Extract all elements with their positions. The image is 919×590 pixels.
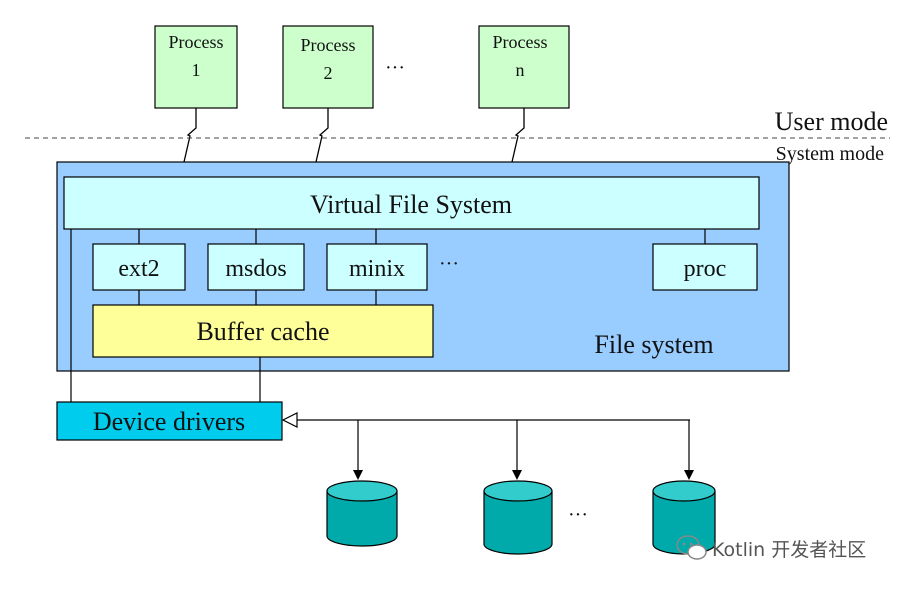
minix-box (326, 243, 428, 291)
process-n: Process n (478, 25, 570, 109)
buffer-cache-box (92, 304, 434, 358)
system-mode-label: System mode (776, 143, 884, 165)
wechat-icon (676, 535, 707, 560)
vfs-box (63, 176, 760, 230)
disk-1 (326, 480, 398, 547)
msdos-label: msdos (225, 256, 286, 282)
process-2-number: 2 (324, 63, 333, 83)
disk-2 (483, 480, 553, 555)
syscall-link-n (511, 108, 525, 163)
process-ellipsis: ··· (385, 57, 405, 79)
device-drivers-box (56, 401, 283, 441)
process-1: Process 1 (154, 25, 238, 109)
proc-box (652, 243, 758, 291)
process-2-title: Process (301, 35, 356, 55)
disk-3 (652, 480, 716, 555)
buffer-cache-label: Buffer cache (196, 317, 329, 346)
device-drivers-label: Device drivers (93, 407, 245, 436)
watermark-text: Kotlin 开发者社区 (712, 539, 866, 561)
ext2-label: ext2 (118, 256, 159, 282)
syscall-link-2 (315, 108, 329, 163)
msdos-box (207, 243, 305, 291)
process-n-title: Process (493, 32, 548, 52)
process-1-title: Process (169, 32, 224, 52)
disk-ellipsis: ··· (568, 504, 588, 526)
process-1-number: 1 (192, 60, 201, 80)
user-mode-label: User mode (775, 107, 888, 136)
fs-ellipsis: ··· (439, 253, 459, 275)
file-system-label: File system (594, 330, 713, 359)
vfs-label: Virtual File System (310, 190, 512, 219)
proc-label: proc (684, 256, 727, 282)
syscall-link-1 (183, 108, 197, 163)
ext2-box (92, 243, 186, 291)
minix-label: minix (349, 256, 405, 282)
bus-arrowhead (281, 412, 298, 428)
watermark: Kotlin 开发者社区 (676, 535, 866, 561)
process-n-number: n (516, 60, 525, 80)
process-2: Process 2 (282, 25, 374, 109)
